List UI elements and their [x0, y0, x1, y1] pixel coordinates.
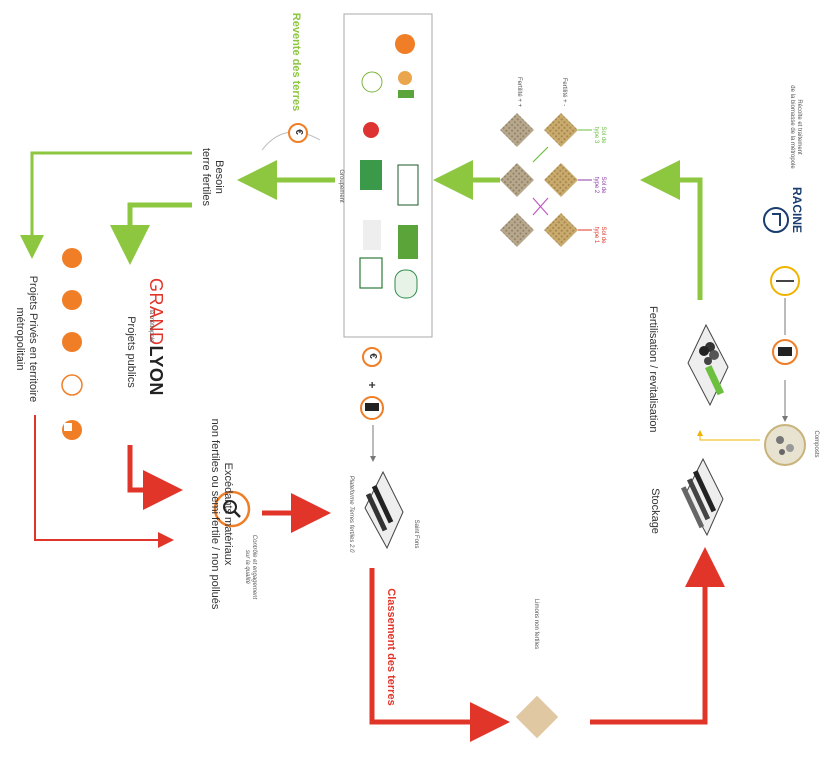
- sol-type-1-label: Sol de type 1: [593, 226, 606, 244]
- logos: [359, 34, 419, 299]
- private-project-icons: [61, 248, 83, 440]
- plateforme-icon: [364, 470, 404, 550]
- soil-b1: [544, 213, 578, 247]
- saint-fons-label: Saint Fons: [413, 519, 419, 549]
- controle-label: Contrôle et engagement sur la qualité: [244, 534, 257, 600]
- logo-faks: [400, 105, 416, 153]
- racine-label: RACINE: [790, 186, 804, 233]
- euro-symbol-plateforme: €: [367, 353, 378, 359]
- fertilisation-label: Fertilisation / revitalisation: [647, 306, 659, 433]
- racine-caption: Récolte et traitement de la biomasse de …: [789, 85, 802, 169]
- euro-icon-revente: [288, 123, 308, 143]
- soil-b2: [544, 163, 578, 197]
- logo-green-box: [360, 160, 382, 190]
- logo-fleurs-bar: [398, 90, 414, 98]
- classement-label: Classement des terres: [385, 588, 397, 706]
- limons-diamond: [515, 695, 559, 739]
- plateforme-label: Plateforme Terres fertiles 2.0: [348, 475, 354, 553]
- logo-chazal: [359, 257, 383, 289]
- metropole-label: la métropole: [148, 309, 154, 343]
- fertilite-pp-label: Fertilité + +: [516, 76, 522, 107]
- revente-label: Revente des terres: [290, 12, 302, 112]
- racine-logo-icon: [763, 207, 789, 233]
- composts-icon: [764, 424, 806, 466]
- lyon-text: LYON: [146, 345, 166, 396]
- arrow-to-public-projects: [110, 202, 192, 265]
- logo-tronet: [397, 164, 419, 206]
- stockage-label: Stockage: [649, 488, 661, 534]
- stockage-icon: [680, 457, 724, 537]
- fertilite-pm-label: Fertilité + -: [561, 77, 567, 107]
- besoin-label: Besoin terre fertiles: [200, 147, 225, 207]
- excedants-label: Excédants matériaux non fertiles ou semi…: [209, 418, 234, 610]
- red-arrows: [34, 415, 725, 742]
- soil-a3: [500, 113, 534, 147]
- logo-jardins: [363, 220, 381, 250]
- euro-symbol-revente: €: [293, 129, 304, 135]
- logo-round: [394, 269, 418, 299]
- magnifier-icon: [213, 490, 251, 528]
- arrow-to-private-projects: [20, 151, 192, 259]
- logo-gregory: [363, 122, 379, 138]
- plus-sign: +: [365, 381, 379, 389]
- arrow-composts-to-fertilisation: [697, 430, 760, 441]
- soil-a2: [500, 163, 534, 197]
- groupement-logos-box: [343, 13, 433, 338]
- projets-prives-label: Projets Privés en territoire métropolita…: [14, 275, 39, 403]
- sol-type-2-label: Sol de type 2: [593, 176, 606, 194]
- arrow-public-to-excedants: [127, 445, 183, 510]
- logo-fleurs-circle: [398, 71, 412, 85]
- arrow-fertilisation-to-soils: [640, 160, 703, 300]
- arrow-to-stockage: [590, 547, 725, 725]
- projets-publics-label: Projets publics: [125, 316, 137, 388]
- green-arrows: [20, 131, 703, 300]
- arrow-private-to-excedants: [34, 415, 174, 548]
- logo-boccard: [398, 225, 418, 259]
- soil-a1: [500, 213, 534, 247]
- logo-orange: [395, 34, 415, 54]
- euro-icon-plateforme: [362, 347, 382, 367]
- logo-vert: [361, 71, 383, 93]
- composts-label: Composts: [813, 430, 819, 458]
- sol-type-3-label: Sol de type 3: [593, 126, 606, 144]
- arrow-classement: [369, 568, 510, 742]
- soil-b3: [544, 113, 578, 147]
- soil-samples: [500, 113, 592, 247]
- limons-label: Limons non fertiles: [533, 598, 539, 650]
- groupement-label: Groupement: [338, 169, 344, 203]
- fertilisation-icon: [687, 323, 729, 407]
